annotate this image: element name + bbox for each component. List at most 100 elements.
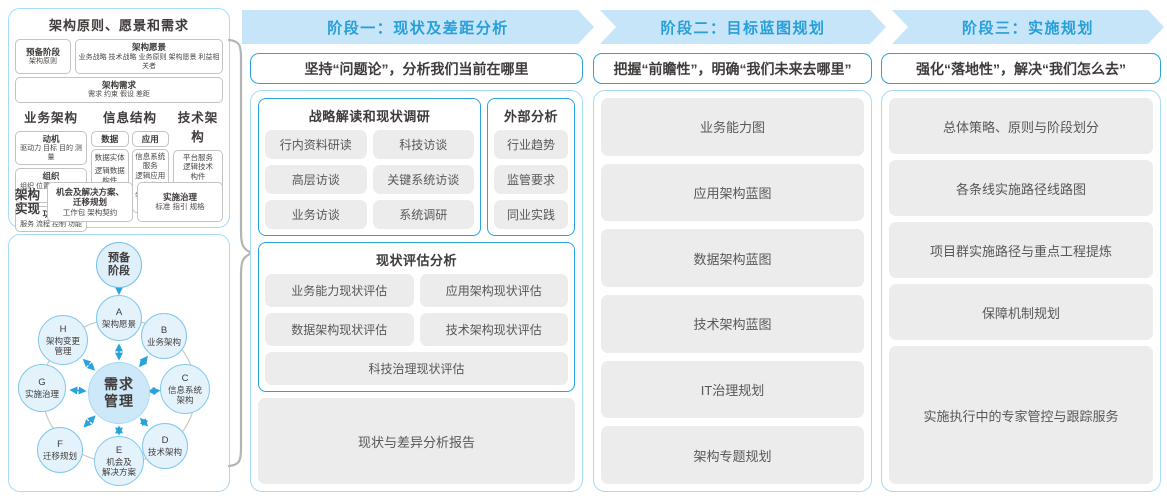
assessment-grid: 业务能力现状评估 应用架构现状评估 数据架构现状评估 技术架构现状评估 科技治理… [265, 274, 568, 385]
implementation-item: 保障机制规划 [889, 284, 1153, 340]
adm-node-letter: E [115, 445, 123, 457]
data-item: 逻辑数据 构件 [94, 166, 125, 185]
opportunities-migration-box: 机会及解决方案、 迁移规划 工作包 架构契约 [47, 182, 133, 222]
adm-node-letter: F [57, 439, 63, 451]
adm-node-prep: 预备 阶段 [96, 242, 142, 288]
adm-node-letter: H [59, 324, 67, 336]
adm-node-label: 业务架构 [146, 336, 181, 347]
framework-title: 架构原则、愿景和需求 [48, 18, 189, 33]
phase1-subtitle: 坚持“问题论”，分析我们当前在哪里 [304, 60, 529, 77]
external-analysis-group: 外部分析 行业趋势 监管要求 同业实践 [487, 98, 575, 236]
blueprint-item: IT治理规划 [601, 360, 864, 419]
motivation-items: 驱动力 目标 目的 测量 [20, 145, 82, 162]
application-title: 应用 [131, 130, 169, 147]
phase1-top-row: 战略解读和现状调研 行内资料研读 科技访谈 高层访谈 关键系统访谈 业务访谈 系… [258, 98, 575, 236]
center-g-arrow [69, 386, 87, 395]
phase3-subtitle: 强化“落地性”，解决“我们怎么去” [916, 60, 1126, 77]
phase3-header-band: 阶段三：实施规划 [892, 10, 1164, 44]
phase1-subtitle-box: 坚持“问题论”，分析我们当前在哪里 [250, 53, 583, 84]
vision-title: 架构愿景 [131, 42, 166, 52]
phase3-header-label: 阶段三：实施规划 [961, 19, 1094, 37]
research-item: 行内资料研读 [265, 130, 367, 159]
phase2-items: 业务能力图 应用架构蓝图 数据架构蓝图 技术架构蓝图 IT治理规划 架构专题规划 [601, 98, 864, 485]
implementation-item: 各条线实施路径线路图 [889, 160, 1153, 216]
adm-node-f: F 迁移规划 [37, 427, 83, 473]
adm-node-label: 机会及 解决方案 [101, 456, 136, 477]
adm-node-d: D 技术架构 [142, 423, 188, 469]
vision-items: 业务战略 技术战略 业务原则 架构愿景 利益相关者 [78, 53, 220, 70]
architecture-requirements-box: 架构需求 需求 约束 假设 差距 [15, 76, 223, 103]
adm-node-label: 架构变更 管理 [45, 335, 80, 356]
implementation-governance-box: 实施治理 标准 指引 规格 [137, 182, 223, 222]
phase1-header-band: 阶段一：现状及差距分析 [242, 10, 594, 44]
function-items: 服务 流程 控制 功能 [20, 220, 82, 228]
business-architecture-column: 业务架构 动机 驱动力 目标 目的 测量 组织 组织 位置 驱动者 角色 功能 … [15, 106, 87, 232]
technology-item: 平台服务 [183, 152, 213, 162]
technology-architecture-title: 技术架构 [177, 110, 219, 144]
adm-node-label: 架构愿景 [101, 318, 136, 329]
adm-node-letter: B [160, 325, 168, 337]
architecture-realization-row: 架构 实现 机会及解决方案、 迁移规划 工作包 架构契约 实施治理 标准 指引 … [15, 182, 223, 222]
blueprint-item: 业务能力图 [601, 98, 864, 156]
implementation-item: 总体策略、原则与阶段划分 [889, 98, 1153, 154]
adm-node-letter: A [115, 307, 123, 319]
strategy-research-grid: 行内资料研读 科技访谈 高层访谈 关键系统访谈 业务访谈 系统调研 [265, 130, 474, 229]
center-c-arrow [147, 386, 161, 396]
phase3-subtitle-box: 强化“落地性”，解决“我们怎么去” [881, 53, 1161, 84]
adm-node-b: B 业务架构 [141, 313, 187, 359]
phase3-container: 总体策略、原则与阶段划分 各条线实施路径线路图 项目群实施路径与重点工程提炼 保… [881, 90, 1161, 492]
research-item: 业务访谈 [265, 200, 367, 229]
research-item: 科技访谈 [372, 130, 474, 159]
implementation-item: 实施执行中的专家管控与跟踪服务 [889, 346, 1153, 484]
center-d-arrow [139, 417, 149, 427]
research-item: 关键系统访谈 [372, 165, 474, 194]
adm-node-letter: D [161, 435, 169, 447]
organization-title: 组织 [42, 171, 60, 182]
adm-node-label: 技术架构 [147, 446, 182, 457]
external-item: 同业实践 [494, 200, 568, 229]
phase2-header-band: 阶段二：目标蓝图规划 [600, 10, 886, 44]
research-item: 系统调研 [372, 200, 474, 229]
blueprint-item: 应用架构蓝图 [601, 163, 864, 222]
requirements-title: 架构需求 [101, 79, 136, 90]
external-item: 行业趋势 [494, 130, 568, 159]
research-item: 高层访谈 [265, 165, 367, 194]
data-item: 数据实体 [94, 153, 125, 163]
application-item: 信息系统 服务 [135, 151, 166, 171]
phase2-container: 业务能力图 应用架构蓝图 数据架构蓝图 技术架构蓝图 IT治理规划 架构专题规划 [593, 90, 872, 492]
information-structure-column: 信息结构 数据 数据实体 逻辑数据 构件 物理数据 构件 应用 信息系统 服务 [91, 106, 169, 214]
assessment-group: 现状评估分析 业务能力现状评估 应用架构现状评估 数据架构现状评估 技术架构现状… [258, 242, 575, 392]
adm-node-letter: G [38, 377, 46, 389]
adm-cycle-panel: 预备 阶段 A 架构愿景 B 业务架构 C 信息系统 架构 D 技术架构 E 机… [8, 234, 230, 492]
adm-node-h: H 架构变更 管理 [38, 315, 88, 365]
phase2-subtitle-box: 把握“前瞻性”，明确“我们未来去哪里” [593, 53, 872, 84]
blueprint-item: 技术架构蓝图 [601, 295, 864, 353]
prep-phase-title: 预备阶段 [25, 46, 60, 57]
assessment-item: 科技治理现状评估 [265, 352, 568, 385]
adm-node-g: G 实施治理 [18, 364, 66, 412]
architecture-columns: 业务架构 动机 驱动力 目标 目的 测量 组织 组织 位置 驱动者 角色 功能 … [15, 106, 223, 232]
technology-architecture-column: 技术架构 平台服务 逻辑技术 构件 物理技术 构件 [173, 106, 223, 205]
assessment-title: 现状评估分析 [375, 253, 457, 268]
motivation-title: 动机 [42, 133, 60, 144]
implementation-item: 项目群实施路径与重点工程提炼 [889, 222, 1153, 278]
center-h-arrow [82, 358, 96, 371]
business-architecture-title: 业务架构 [23, 110, 78, 125]
architecture-framework-panel: 架构原则、愿景和需求 预备阶段 架构原则 架构愿景 业务战略 技术战略 业务原则… [8, 8, 230, 232]
gap-analysis-report-box: 现状与差异分析报告 [258, 398, 575, 484]
motivation-box: 动机 驱动力 目标 目的 测量 [15, 130, 87, 166]
phase1-header-label: 阶段一：现状及差距分析 [327, 19, 509, 37]
center-b-arrow [139, 355, 148, 368]
phase1-container: 战略解读和现状调研 行内资料研读 科技访谈 高层访谈 关键系统访谈 业务访谈 系… [250, 90, 583, 492]
external-analysis-title: 外部分析 [503, 109, 558, 124]
adm-node-label: 实施治理 [24, 388, 59, 399]
adm-prep-label: 预备 阶段 [108, 251, 130, 277]
assessment-item: 数据架构现状评估 [265, 313, 414, 346]
architecture-vision-box: 架构愿景 业务战略 技术战略 业务原则 架构愿景 利益相关者 [75, 39, 223, 74]
impl-governance-items: 标准 指引 规格 [155, 202, 205, 212]
adm-node-c: C 信息系统 架构 [160, 364, 210, 414]
external-item: 监管要求 [494, 165, 568, 194]
opportunities-items: 工作包 架构契约 [62, 207, 118, 217]
blueprint-item: 数据架构蓝图 [601, 229, 864, 288]
